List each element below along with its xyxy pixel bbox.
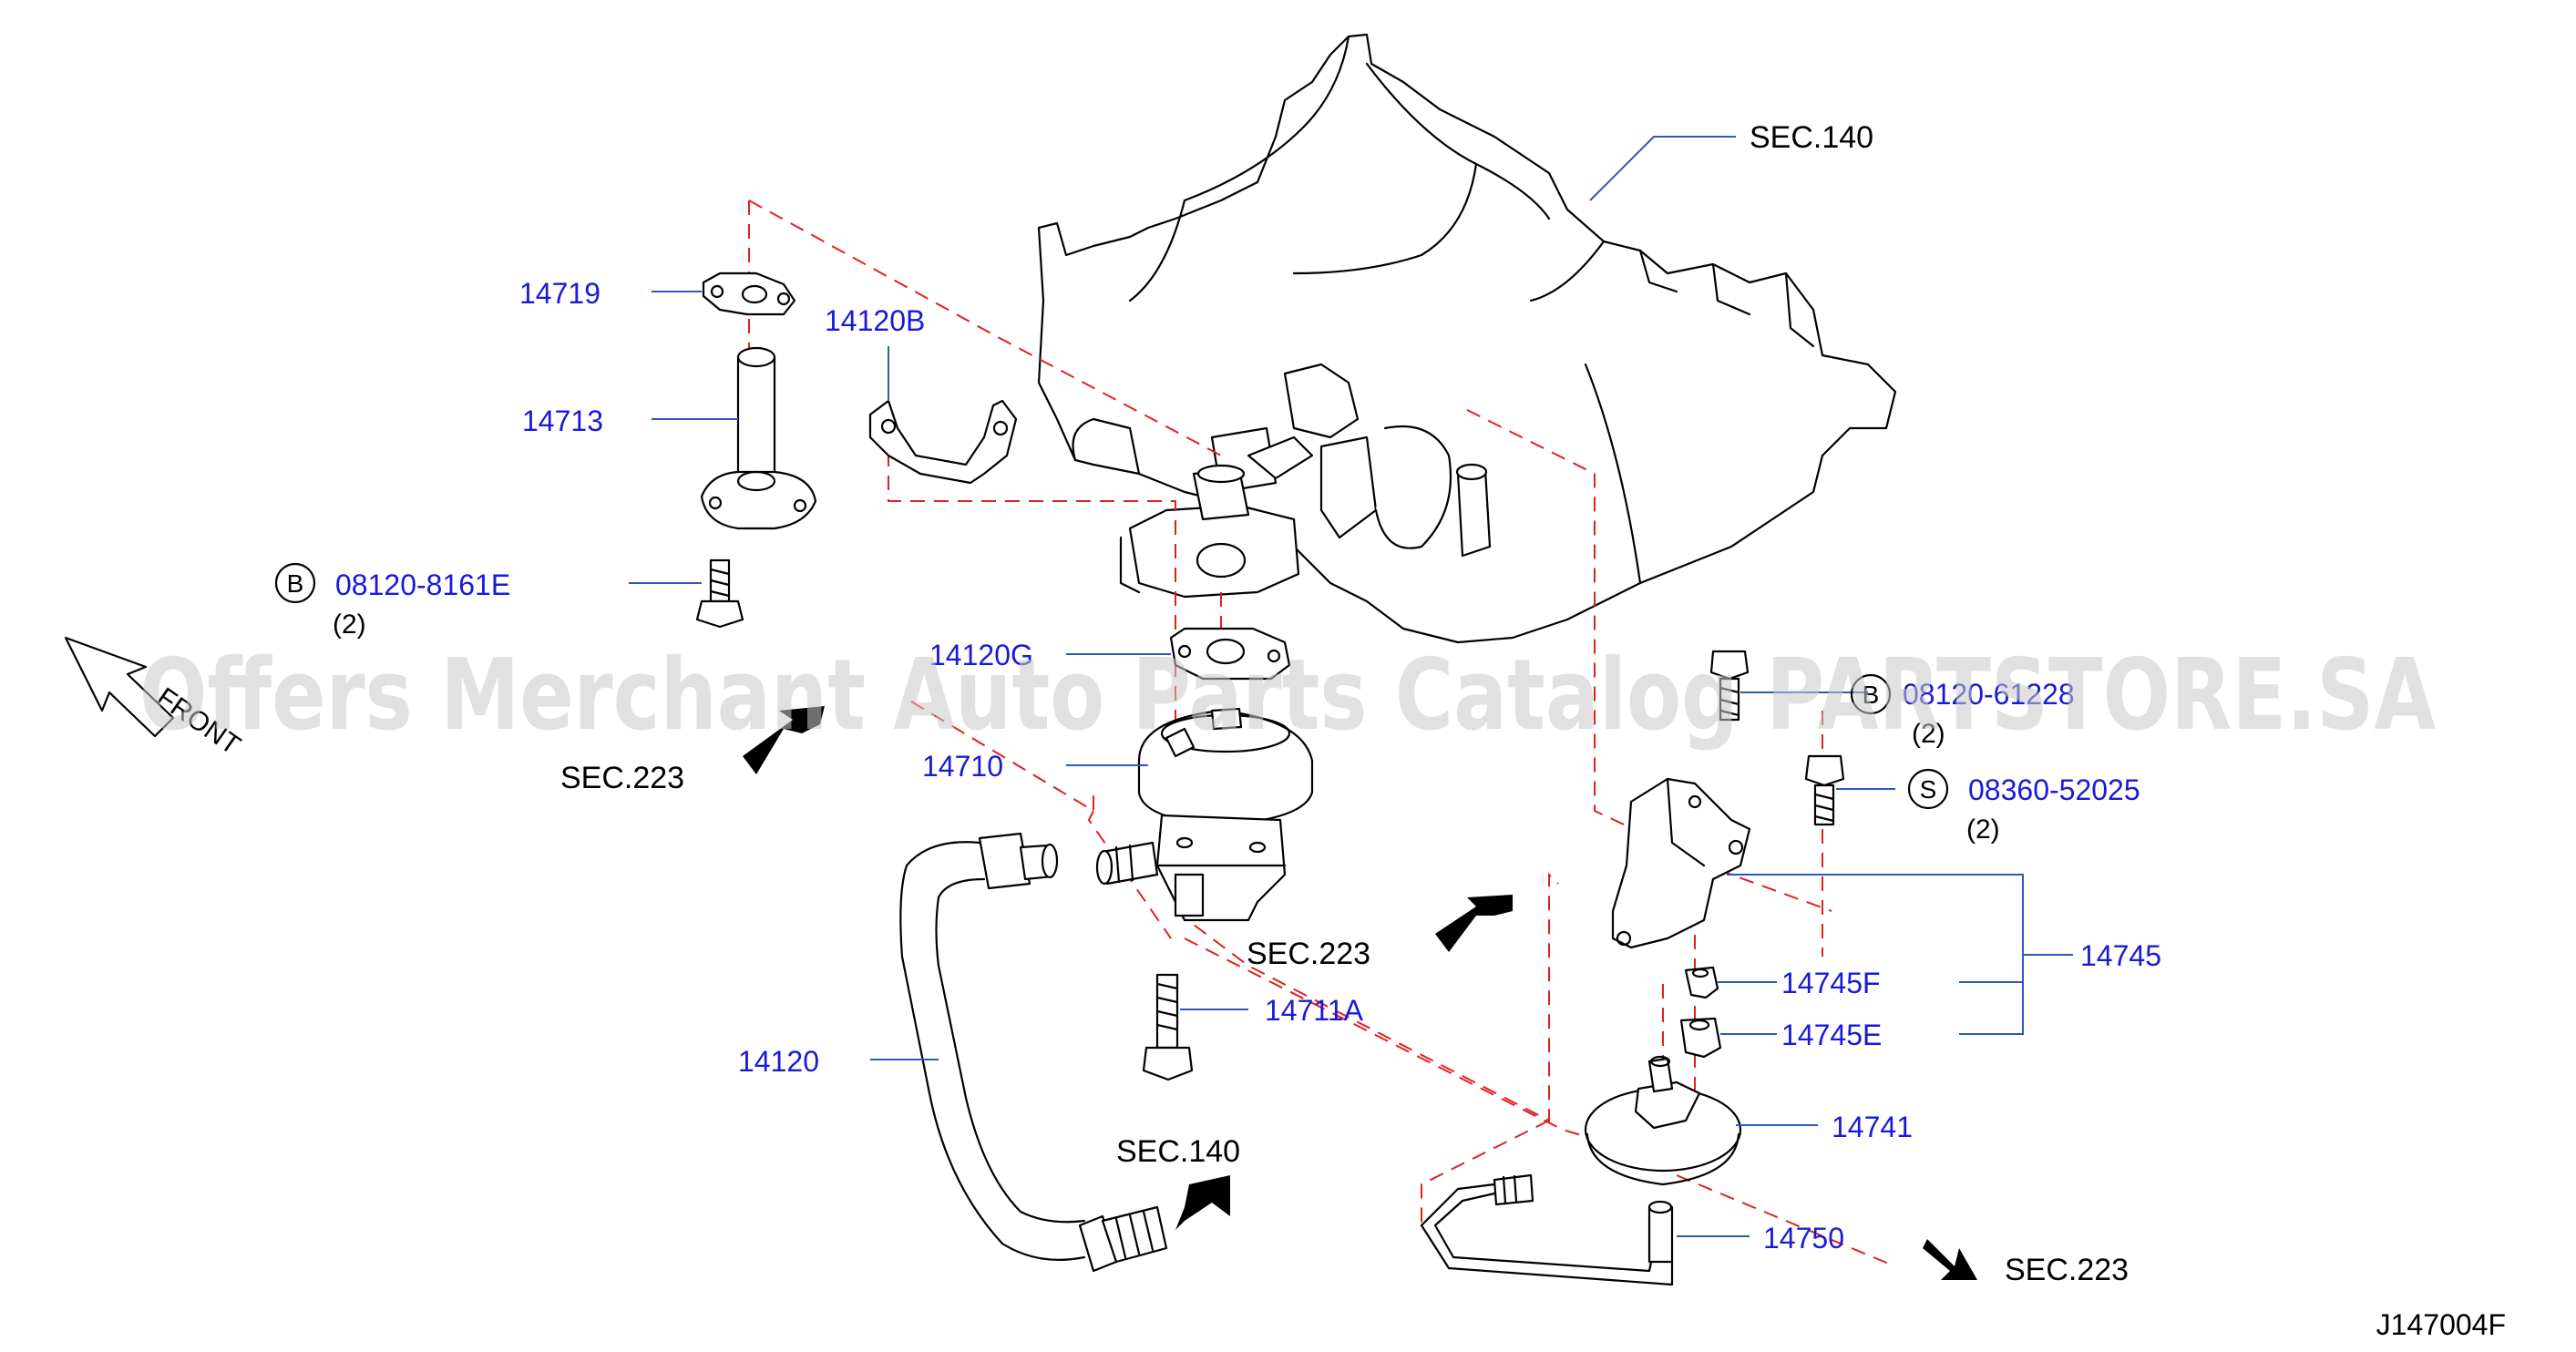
part-label-08120-61228[interactable]: 08120-61228 (1903, 678, 2075, 711)
section-arrows (64, 636, 1977, 1280)
part-label-14120G[interactable]: 14120G (929, 639, 1033, 671)
section-ref-sec-140-top[interactable]: SEC.140 (1750, 120, 1873, 155)
grommets-drawing (1679, 966, 1722, 1059)
callout-letter-b-right: B (1863, 681, 1880, 709)
part-label-08120-8161E[interactable]: 08120-8161E (335, 568, 510, 601)
arrow-sec-223-mid (1435, 895, 1513, 952)
callout-letter-b-left: B (287, 569, 304, 598)
watermark-text: Offers Merchant Auto Parts Catalog PARTS… (139, 639, 2436, 753)
bracket-14745-drawing (1611, 777, 1751, 949)
actuator-14741-drawing (1584, 1055, 1742, 1186)
front-arrow-icon (64, 636, 175, 738)
qty-label-08360-52025: (2) (1966, 814, 2000, 845)
intake-manifold-drawing (1037, 33, 1897, 644)
gasket-14120G-drawing (1169, 627, 1291, 681)
egr-tube-14120-drawing (899, 832, 1168, 1273)
callout-b-right-circle (1850, 673, 1892, 715)
part-label-14741[interactable]: 14741 (1832, 1111, 1913, 1143)
part-labels: 14719 14713 14120B 08120-8161E (2) 14120… (333, 277, 2161, 1255)
tube-14713-drawing (700, 346, 817, 530)
part-label-14745E[interactable]: 14745E (1781, 1019, 1882, 1051)
part-label-14711A[interactable]: 14711A (1265, 994, 1364, 1027)
part-label-08360-52025[interactable]: 08360-52025 (1968, 773, 2140, 806)
gasket-14719-drawing (702, 271, 796, 316)
egr-valve-14710-drawing (1095, 707, 1314, 922)
bracket-14120B-drawing (868, 399, 1018, 485)
callout-b-left-circle (274, 562, 316, 604)
part-label-14750[interactable]: 14750 (1763, 1222, 1844, 1255)
bolt-14711A-drawing (1142, 973, 1194, 1081)
leader-lines (629, 136, 2073, 1237)
section-reference-labels: SEC.140 SEC.223 SEC.223 SEC.140 SEC.223 (560, 120, 2129, 1287)
part-label-14120[interactable]: 14120 (738, 1045, 819, 1078)
part-label-14745F[interactable]: 14745F (1781, 967, 1881, 999)
part-label-14719[interactable]: 14719 (519, 277, 600, 310)
part-label-14710[interactable]: 14710 (922, 750, 1003, 783)
qty-label-08120-8161E: (2) (333, 609, 366, 640)
section-ref-sec-223-left[interactable]: SEC.223 (560, 761, 684, 795)
section-ref-sec-223-mid[interactable]: SEC.223 (1247, 937, 1370, 971)
bolt-08120-8161E-drawing (695, 558, 744, 629)
arrow-sec-223-right (1923, 1239, 1977, 1280)
hose-14750-drawing (1420, 1173, 1674, 1286)
part-label-14120B[interactable]: 14120B (825, 304, 925, 337)
part-label-14745[interactable]: 14745 (2080, 939, 2161, 972)
section-ref-sec-223-right[interactable]: SEC.223 (2005, 1253, 2129, 1287)
callout-letter-s-right: S (1920, 775, 1937, 804)
drawing-number: J147004F (2376, 1308, 2506, 1341)
callout-s-right-circle (1907, 768, 1949, 810)
qty-label-08120-61228: (2) (1912, 719, 1945, 749)
part-label-14713[interactable]: 14713 (522, 405, 603, 437)
callout-circles: B B S (274, 562, 1949, 810)
section-ref-sec-140-bottom[interactable]: SEC.140 (1116, 1134, 1240, 1169)
bolts-right-drawing (1709, 650, 1845, 826)
arrow-sec-223-left (743, 706, 825, 774)
arrow-sec-140-bottom (1175, 1175, 1230, 1230)
